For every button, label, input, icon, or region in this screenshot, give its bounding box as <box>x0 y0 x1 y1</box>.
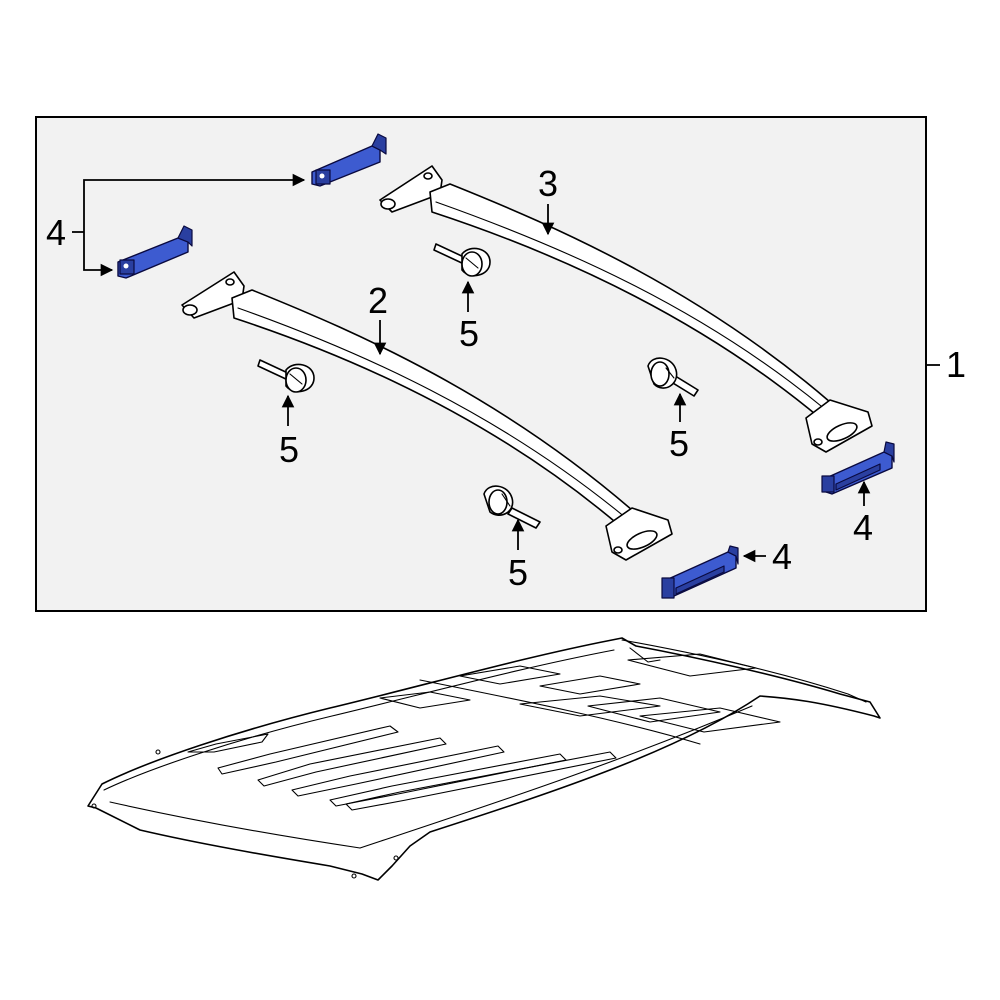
end-cap-cover-right <box>821 441 895 495</box>
callout-5-right-label: 5 <box>669 423 689 464</box>
callout-1-label: 1 <box>946 344 966 385</box>
end-cap-cover-upper-left <box>311 133 387 187</box>
rear-crossbar <box>379 165 873 453</box>
end-cap-cover-lower-left <box>117 225 193 279</box>
vehicle-roof-panel <box>87 637 881 881</box>
mounting-bolt-bottom <box>483 485 541 529</box>
callout-5-bottom-label: 5 <box>508 552 528 593</box>
callout-4-right-label: 4 <box>853 507 873 548</box>
mounting-bolt-left <box>257 359 315 393</box>
callout-4-bottom-label: 4 <box>772 536 792 577</box>
assembly-frame <box>35 116 927 612</box>
mounting-bolt-right <box>647 357 699 397</box>
callout-3-label: 3 <box>538 163 558 204</box>
mounting-bolt-upper <box>433 243 491 277</box>
front-crossbar <box>181 271 673 561</box>
callout-2-label: 2 <box>368 280 388 321</box>
callout-4-top-left-label: 4 <box>46 212 66 253</box>
callout-5-left-label: 5 <box>279 429 299 470</box>
callout-5-upper-label: 5 <box>459 313 479 354</box>
end-cap-cover-bottom <box>661 545 739 599</box>
